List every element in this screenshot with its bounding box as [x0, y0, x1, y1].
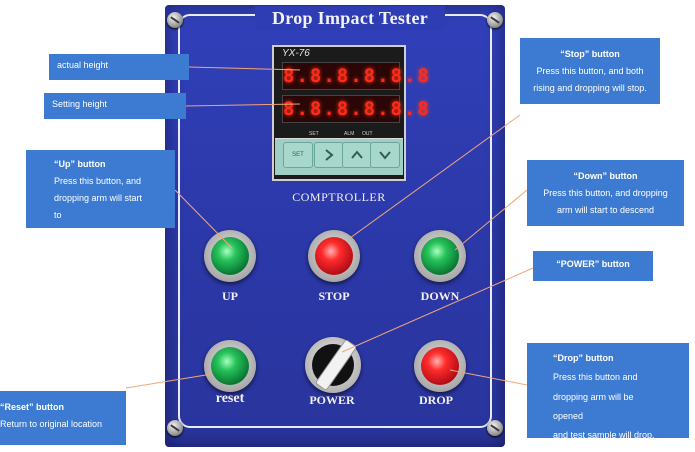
- up-callout-title: “Up” button: [54, 159, 106, 169]
- controller-caption: COMPTROLLER: [292, 190, 386, 204]
- stop-button[interactable]: [308, 230, 360, 282]
- actual-height-display: 8.8.8.8.8.8: [282, 62, 429, 90]
- reset-callout-line-1: Return to original location: [0, 419, 103, 430]
- drop-button-label: DROP: [419, 393, 453, 407]
- reset-button-label: reset: [215, 391, 245, 406]
- out-indicator-label: OUT: [362, 131, 373, 137]
- drop-callout-line-3: and test sample will drop.: [553, 430, 655, 441]
- power-switch-label: POWER: [309, 393, 355, 407]
- reset-leader: [125, 373, 213, 389]
- down-callout-title: “Down” button: [573, 171, 638, 181]
- drop-leader: [449, 369, 528, 386]
- actual-height-callout-text: actual height: [57, 60, 109, 70]
- screw-top-left-icon: [167, 12, 183, 28]
- controller-down-key[interactable]: [370, 142, 400, 168]
- setting-height-callout: Setting height: [44, 93, 186, 119]
- actual-height-callout: actual height: [49, 54, 189, 80]
- stop-callout-line-2: rising and dropping will stop.: [533, 83, 647, 94]
- stop-callout-title: “Stop” button: [560, 49, 620, 59]
- setting-height-leader: [185, 103, 301, 107]
- stop-leader: [349, 114, 521, 239]
- screw-bottom-left-icon: [167, 420, 183, 436]
- stop-callout: “Stop” button Press this button, and bot…: [520, 38, 660, 104]
- drop-button[interactable]: [414, 340, 466, 392]
- panel-title: Drop Impact Tester: [255, 6, 445, 30]
- up-callout: “Up” button Press this button, and dropp…: [26, 150, 175, 228]
- drop-callout-line-1: Press this button and: [553, 372, 638, 383]
- down-callout: “Down” button Press this button, and dro…: [527, 160, 684, 226]
- stop-button-label: STOP: [318, 289, 350, 303]
- reset-callout: “Reset” button Return to original locati…: [0, 391, 126, 445]
- chevron-right-icon: [325, 149, 334, 161]
- controller-set-key[interactable]: SET: [283, 142, 313, 168]
- down-leader: [454, 189, 528, 251]
- up-lamp-icon: [211, 237, 249, 275]
- stop-lamp-icon: [315, 237, 353, 275]
- chevron-up-icon: [351, 150, 363, 159]
- up-callout-line-2: dropping arm will start to: [54, 193, 143, 221]
- up-leader: [174, 189, 233, 249]
- actual-height-leader: [188, 66, 301, 71]
- stop-callout-line-1: Press this button, and both: [536, 66, 644, 77]
- controller-up-key[interactable]: [342, 142, 372, 168]
- controller-model-label: YX-76: [282, 48, 310, 59]
- down-button-label: DOWN: [420, 289, 460, 303]
- power-leader: [341, 267, 534, 353]
- up-button[interactable]: [204, 230, 256, 282]
- drop-callout: “Drop” button Press this button and drop…: [527, 343, 689, 440]
- up-callout-line-1: Press this button, and: [54, 176, 142, 187]
- down-callout-line-2: arm will start to descend: [556, 205, 655, 216]
- screw-bottom-right-icon: [487, 420, 503, 436]
- setting-height-display: 8.8.8.8.8.8: [282, 95, 429, 123]
- chevron-down-icon: [379, 151, 391, 160]
- down-button[interactable]: [414, 230, 466, 282]
- power-callout-title: “POWER” button: [556, 259, 630, 269]
- reset-callout-title: “Reset” button: [0, 402, 64, 412]
- power-callout: “POWER” button: [533, 251, 653, 281]
- set-indicator-label: SET: [309, 131, 319, 137]
- drop-lamp-icon: [421, 347, 459, 385]
- setting-height-callout-text: Setting height: [52, 99, 108, 109]
- down-lamp-icon: [421, 237, 459, 275]
- drop-callout-line-2: dropping arm will be opened: [553, 391, 634, 422]
- controller-indicator-labels: SET ALM OUT: [282, 131, 400, 139]
- reset-button[interactable]: [204, 340, 256, 392]
- reset-lamp-icon: [211, 347, 249, 385]
- down-callout-line-1: Press this button, and dropping: [543, 188, 668, 199]
- alm-indicator-label: ALM: [344, 131, 355, 137]
- screw-top-right-icon: [487, 12, 503, 28]
- up-button-label: UP: [222, 289, 238, 303]
- drop-callout-title: “Drop” button: [553, 353, 614, 363]
